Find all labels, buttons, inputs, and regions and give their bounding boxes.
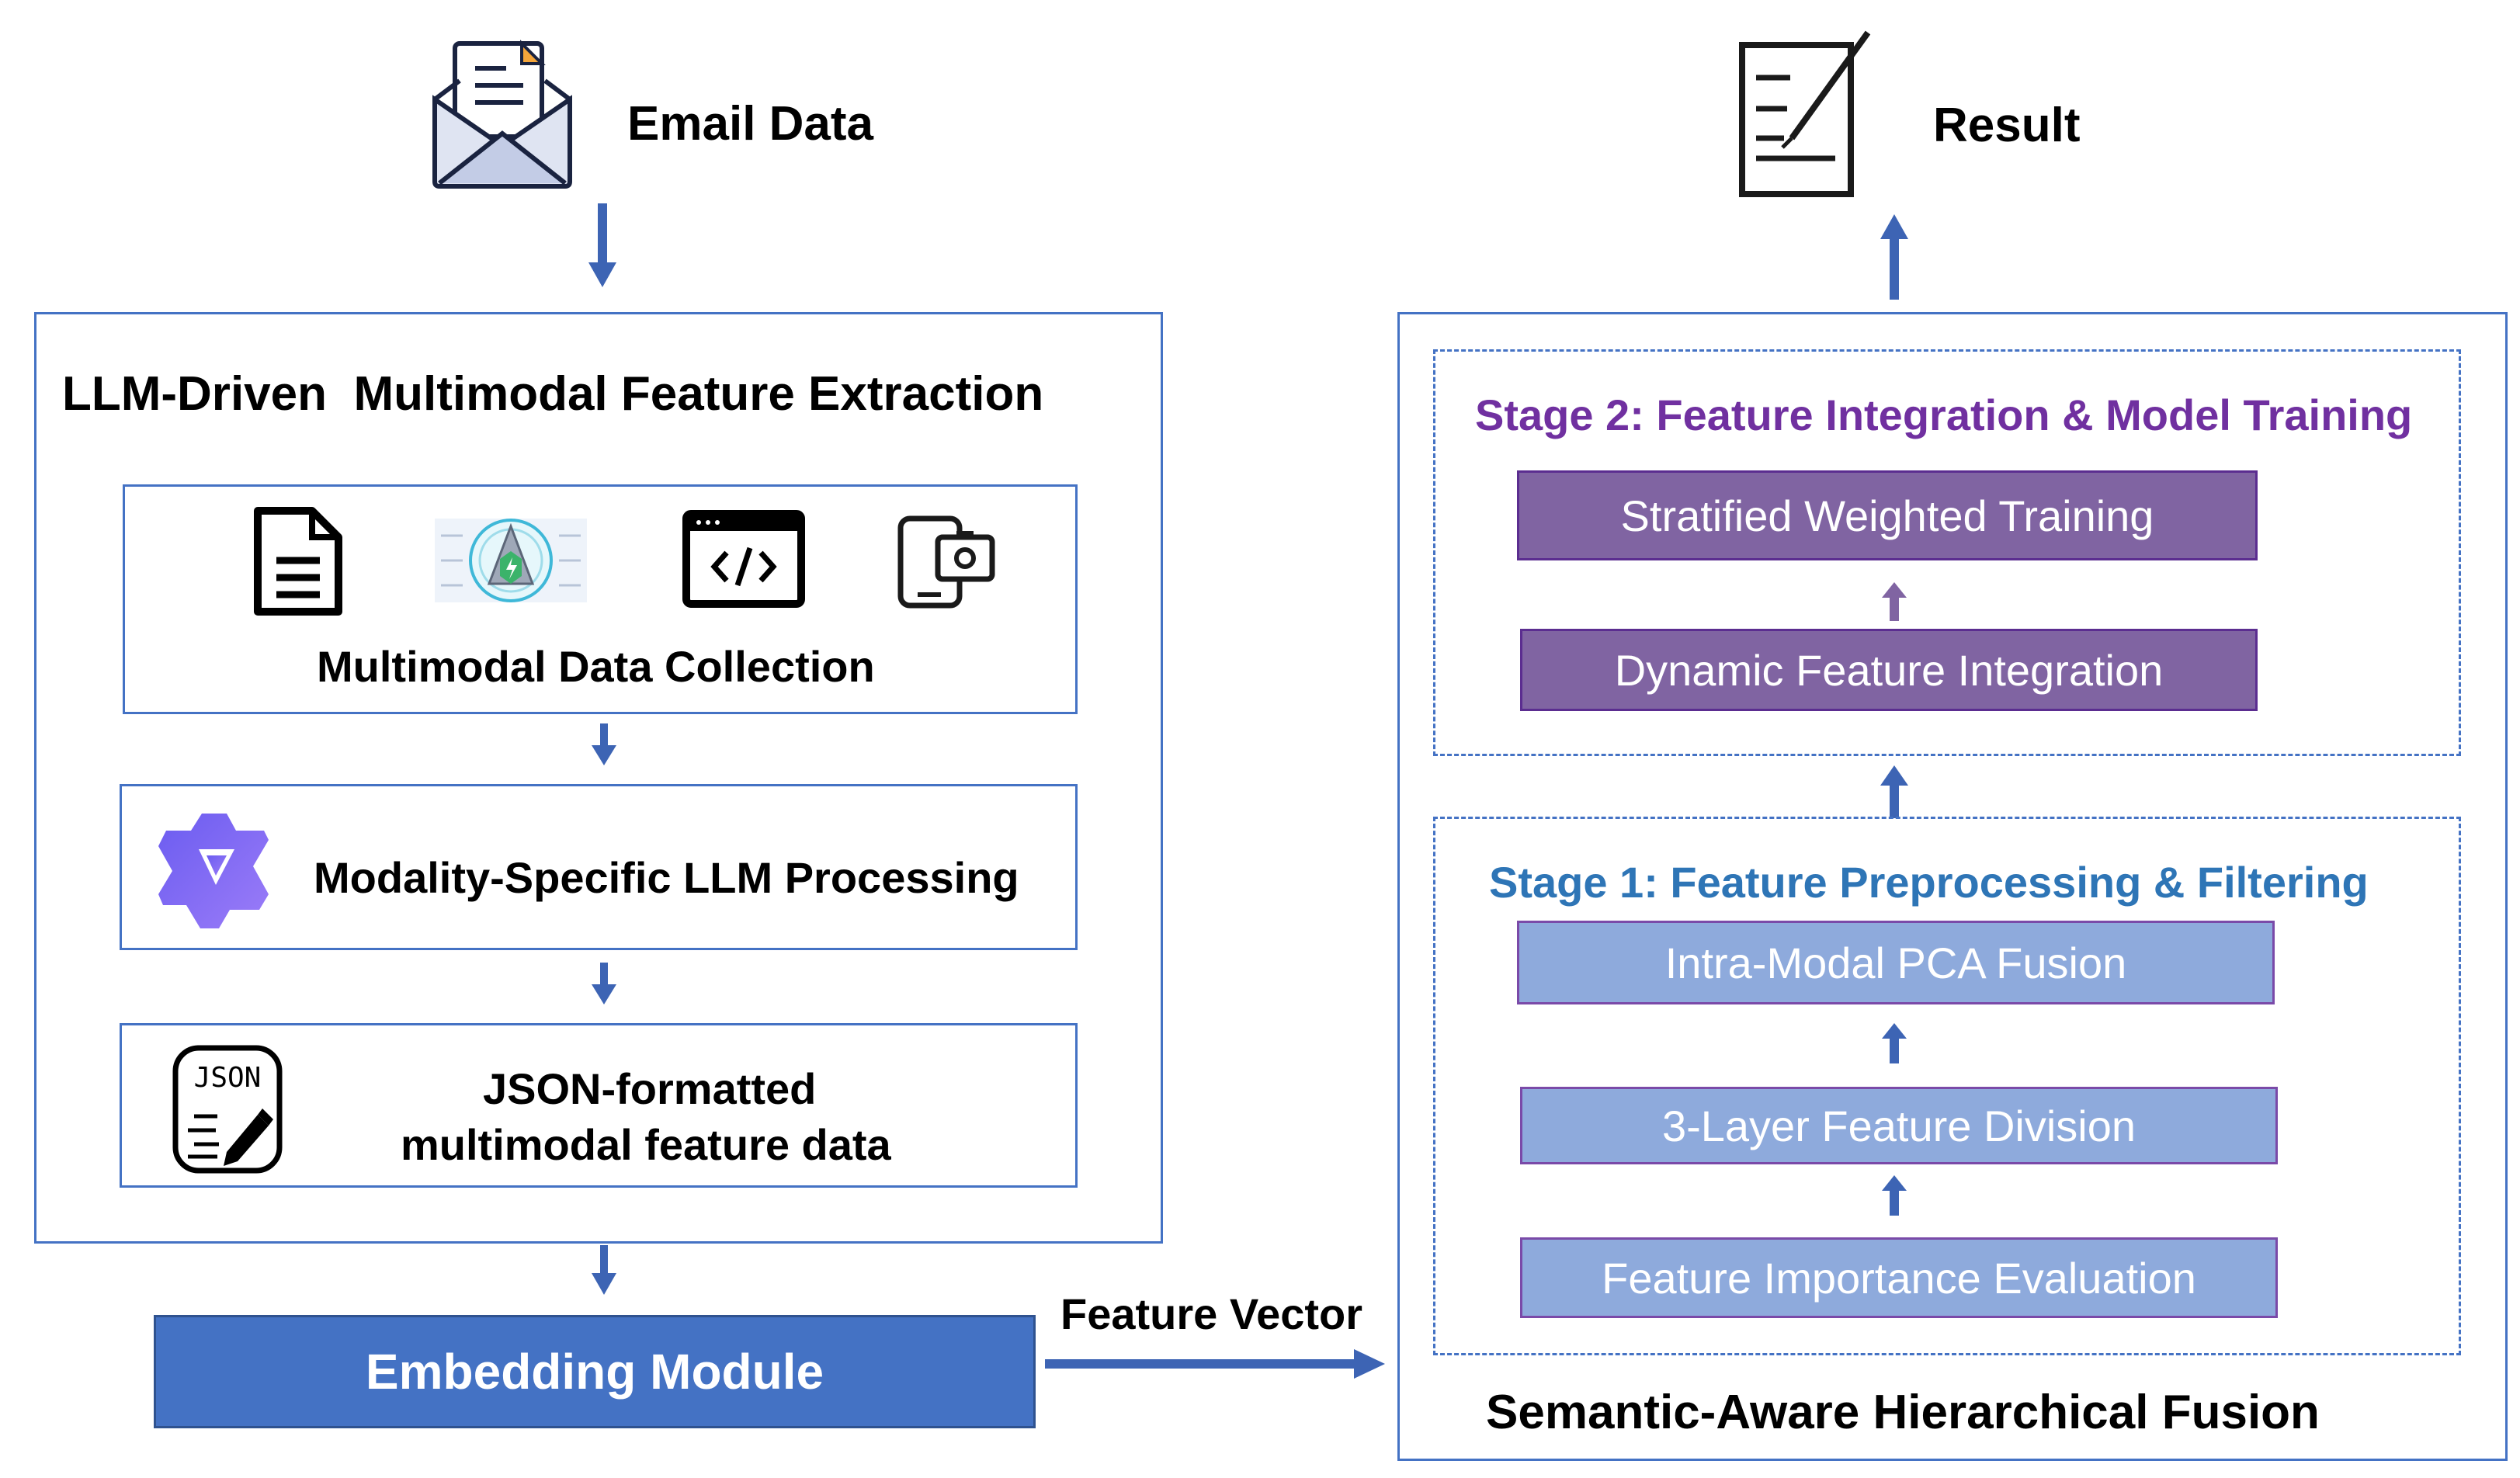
processing-box	[120, 784, 1078, 950]
step-label: Feature Importance Evaluation	[1602, 1253, 2196, 1303]
stage1-group	[1433, 817, 2461, 1355]
step-label: 3-Layer Feature Division	[1661, 1101, 2136, 1150]
arrow-fusion-to-result	[1879, 213, 1910, 300]
json-file-icon: JSON	[171, 1043, 284, 1175]
device-camera-icon	[894, 514, 997, 610]
step-3-layer-feature-division: 3-Layer Feature Division	[1520, 1087, 2278, 1164]
embedding-label: Embedding Module	[365, 1344, 824, 1400]
arrow-stage1-b	[1879, 1174, 1910, 1217]
arrow-feature-vector	[1045, 1348, 1387, 1380]
embedding-module: Embedding Module	[154, 1315, 1036, 1428]
input-label: Email Data	[627, 97, 874, 151]
llm-logo-icon	[155, 810, 272, 935]
json-label-line2: multimodal feature data	[401, 1120, 891, 1169]
json-label-line1: JSON-formatted	[483, 1064, 817, 1113]
arrow-email-to-extraction	[587, 203, 618, 290]
step-label: Dynamic Feature Integration	[1614, 645, 2164, 695]
output-label: Result	[1933, 99, 2081, 152]
collection-label: Multimodal Data Collection	[317, 642, 875, 691]
processing-label: Modality-Specific LLM Processing	[314, 853, 1019, 902]
arrow-extraction-to-embedding	[590, 1245, 618, 1296]
fusion-title: Semantic-Aware Hierarchical Fusion	[1486, 1386, 2320, 1439]
feature-vector-label: Feature Vector	[1060, 1289, 1363, 1338]
step-label: Intra-Modal PCA Fusion	[1664, 938, 2127, 987]
step-label: Stratified Weighted Training	[1620, 491, 2154, 540]
extraction-title: LLM-Driven Multimodal Feature Extraction	[62, 367, 1044, 421]
arrow-stage2-inner	[1879, 581, 1910, 623]
arrow-stage1-to-stage2	[1879, 764, 1910, 818]
stage2-title: Stage 2: Feature Integration & Model Tra…	[1475, 390, 2413, 439]
arrow-collection-to-processing	[590, 723, 618, 767]
arrow-processing-to-json	[590, 963, 618, 1006]
arrow-stage1-a	[1879, 1022, 1910, 1065]
step-stratified-weighted-training: Stratified Weighted Training	[1517, 470, 2258, 560]
step-dynamic-feature-integration: Dynamic Feature Integration	[1520, 629, 2258, 711]
stage2-group	[1433, 349, 2461, 756]
document-edit-icon	[1736, 29, 1876, 200]
email-envelope-icon	[429, 37, 576, 193]
image-modality-icon	[432, 512, 590, 609]
step-feature-importance-evaluation: Feature Importance Evaluation	[1520, 1237, 2278, 1318]
stage1-title: Stage 1: Feature Preprocessing & Filteri…	[1489, 858, 2369, 907]
json-icon-text: JSON	[194, 1062, 262, 1094]
code-html-icon	[682, 509, 806, 609]
step-intra-modal-pca-fusion: Intra-Modal PCA Fusion	[1517, 921, 2275, 1004]
text-document-icon	[250, 503, 346, 619]
